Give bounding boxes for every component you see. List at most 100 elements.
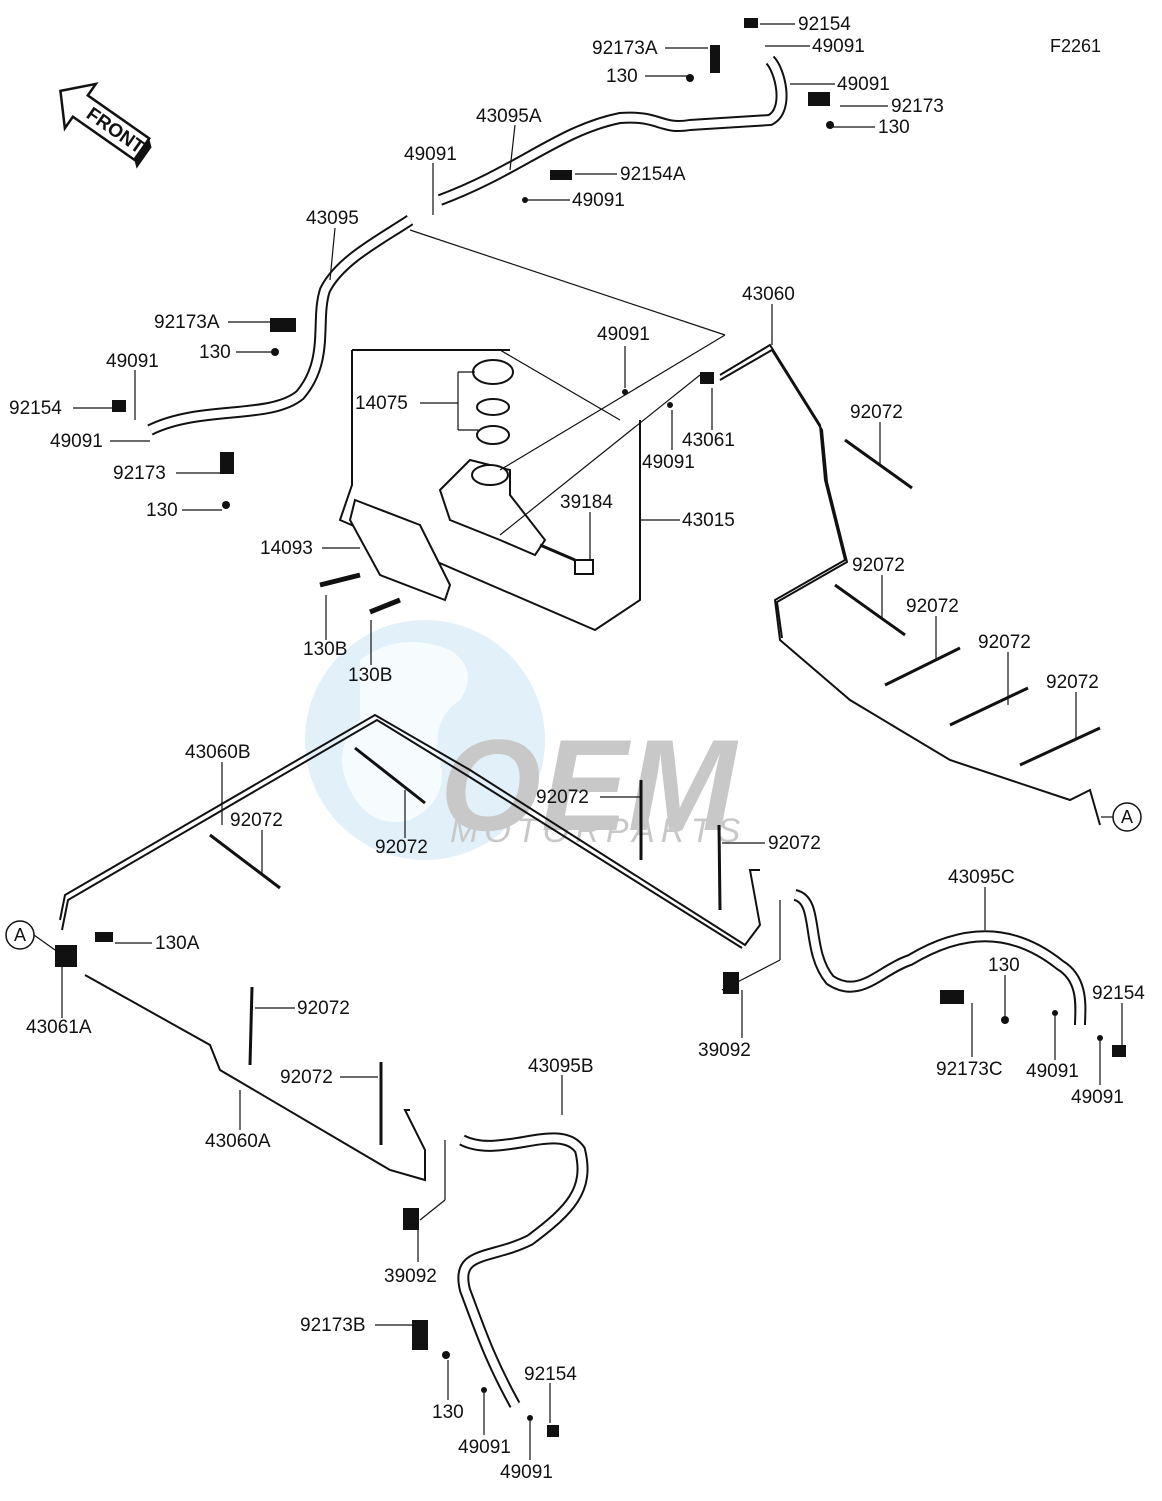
tie-l2 [248,986,254,1066]
label-92072-c2: 92072 [768,833,821,854]
small-hardware [55,18,1126,1437]
label-130-left2: 130 [146,500,178,521]
washer-49091-r1 [1052,1010,1058,1016]
bolt-130B-2 [369,597,401,615]
nut-130-right [1001,1016,1009,1024]
oem-motorparts-watermark: OEM MOTORPARTS [305,620,746,860]
tie-r3 [884,646,961,687]
label-49091-mc: 49091 [597,324,650,345]
line-43060A [84,974,426,1182]
label-39092-left: 39092 [384,1266,437,1287]
label-92173C: 92173C [936,1059,1003,1080]
tie-c1 [354,746,426,805]
label-43060B: 43060B [185,742,251,763]
master-cylinder-assembly [319,349,641,632]
label-92072-r4: 92072 [978,632,1031,653]
label-43095: 43095 [306,208,359,229]
master-cylinder-body [438,458,547,557]
label-92173B: 92173B [300,1315,366,1336]
hose-43095 [148,216,413,434]
bolt-92154A [550,170,572,180]
bracket-92173A-top [710,45,720,73]
nut-130-bottom [442,1351,450,1359]
label-92072-l3: 92072 [280,1067,333,1088]
label-92154-bottom: 92154 [524,1364,577,1385]
label-49091-mr: 49091 [642,452,695,473]
label-43095A: 43095A [476,106,542,127]
label-92154A: 92154A [620,164,686,185]
label-49091-r1: 49091 [1026,1061,1079,1082]
reservoir-cap [472,359,514,385]
label-49091-r2: 49091 [1071,1087,1124,1108]
label-43095C: 43095C [948,867,1015,888]
tie-r4 [949,686,1029,727]
label-130-bottom: 130 [432,1402,464,1423]
label-39092-right: 39092 [698,1040,751,1061]
label-92072-c1: 92072 [536,787,589,808]
label-39184: 39184 [560,492,613,513]
hose-43095A [438,57,786,204]
label-130-left: 130 [199,342,231,363]
bracket-92173B [412,1320,428,1350]
fitting-43061 [700,372,714,384]
label-130B-2: 130B [348,665,392,686]
leader-lines [61,23,1123,1460]
bolt-92154-top [744,18,758,28]
label-14093: 14093 [260,538,313,559]
label-92154-right: 92154 [1092,983,1145,1004]
watermark-tagline: MOTORPARTS [450,812,746,850]
bolt-92154-right [1112,1045,1126,1057]
washer-49091-b2 [527,1415,533,1421]
cable-ties-92072 [209,438,1101,1145]
label-92072-r3: 92072 [906,596,959,617]
label-43060A: 43060A [205,1131,271,1152]
bracket-92173-top [808,92,830,106]
label-92072-r2: 92072 [852,555,905,576]
tee-fitting-43061A [55,945,77,967]
label-43095B: 43095B [528,1056,594,1077]
label-49091-top1: 49091 [812,36,865,57]
label-92072-l1: 92072 [230,810,283,831]
label-92173A-left: 92173A [154,312,220,333]
line-43060B [59,713,762,947]
tie-r2 [834,583,906,637]
washer-49091-mr [667,402,673,408]
washer-49091-b1 [481,1387,487,1393]
watermark-logo: OEM [440,712,739,858]
hose-43095C-outline [792,889,1087,1026]
leader-to-43061 [499,374,701,536]
hose-43095C [793,891,1085,1026]
tie-r5 [1019,726,1101,767]
washer-49091-mid [522,197,528,203]
bracket-92173A-left [270,318,296,332]
washer-49091-r2 [1097,1035,1103,1041]
line-43060B-inner [61,718,743,949]
leader-group-diag [499,349,621,421]
label-92173A-top: 92173A [592,38,658,59]
label-43061: 43061 [682,430,735,451]
master-cylinder-group-frame [338,350,641,632]
label-92173-left: 92173 [113,463,166,484]
line-43060-inner [719,348,849,639]
reference-lines [409,229,726,536]
label-49091-b2: 49091 [500,1462,553,1483]
part-labels: 92154 92173A 49091 130 49091 92173 130 4… [9,14,1145,1483]
heat-shield-14093 [348,498,452,602]
label-49091-b1: 49091 [458,1437,511,1458]
label-49091-mid: 49091 [572,190,625,211]
label-92173-top: 92173 [891,96,944,117]
label-49091-top2: 49091 [837,74,890,95]
label-14075: 14075 [355,393,408,414]
bracket-92173-left [220,452,234,474]
nut-130-top-right [826,121,834,129]
label-43015: 43015 [682,510,735,531]
diaphragm [476,425,510,445]
label-130-top2: 130 [878,117,910,138]
ref-marker-left: A [5,920,56,951]
bracket-92173C [940,990,964,1004]
nut-130-top [686,74,694,82]
leader-group-top [409,229,726,336]
brake-lines [59,55,1101,1408]
label-49091-ll: 49091 [50,431,103,452]
figure-code: F2261 [1050,36,1101,56]
